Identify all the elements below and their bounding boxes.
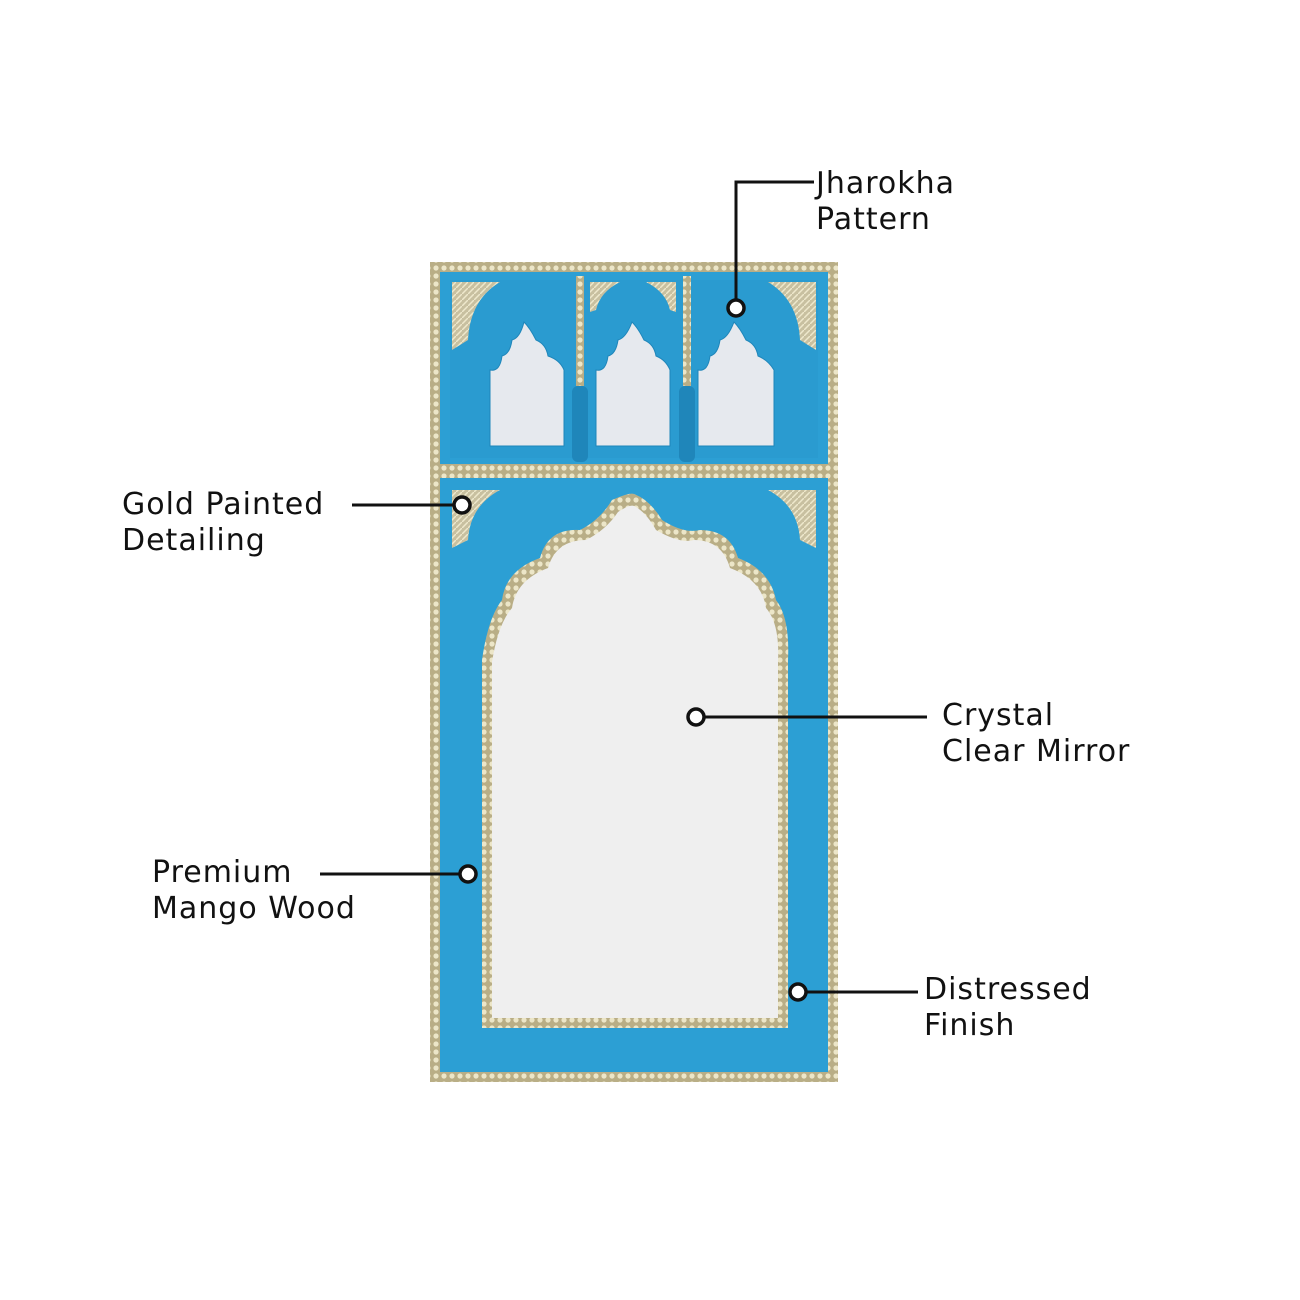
callout-line1: Crystal <box>942 698 1055 733</box>
callout-line2: Mango Wood <box>152 891 356 926</box>
callout-crystal-clear-mirror: Crystal Clear Mirror <box>942 698 1130 770</box>
callout-line2: Clear Mirror <box>942 734 1131 769</box>
small-arch-mirrors <box>489 321 775 447</box>
mirror-marker-dot <box>686 707 706 727</box>
gold-marker-dot <box>452 495 472 515</box>
finish-marker-dot <box>788 982 808 1002</box>
callout-premium-mango-wood: Premium Mango Wood <box>152 855 356 927</box>
callout-line2: Pattern <box>816 202 931 237</box>
wood-marker-dot <box>458 864 478 884</box>
callout-jharokha-pattern: Jharokha Pattern <box>816 166 955 238</box>
callout-line1: Jharokha <box>816 166 956 201</box>
jharokha-marker-dot <box>726 298 746 318</box>
mirror-frame <box>430 262 838 1082</box>
main-mirror <box>492 505 779 1019</box>
callout-line1: Distressed <box>924 972 1092 1007</box>
callout-line2: Detailing <box>122 523 266 558</box>
callout-line2: Finish <box>924 1008 1016 1043</box>
callout-gold-painted-detailing: Gold Painted Detailing <box>122 487 324 559</box>
callout-line1: Premium <box>152 855 293 890</box>
callout-lines <box>320 180 927 994</box>
callout-distressed-finish: Distressed Finish <box>924 972 1092 1044</box>
callout-line1: Gold Painted <box>122 487 325 522</box>
